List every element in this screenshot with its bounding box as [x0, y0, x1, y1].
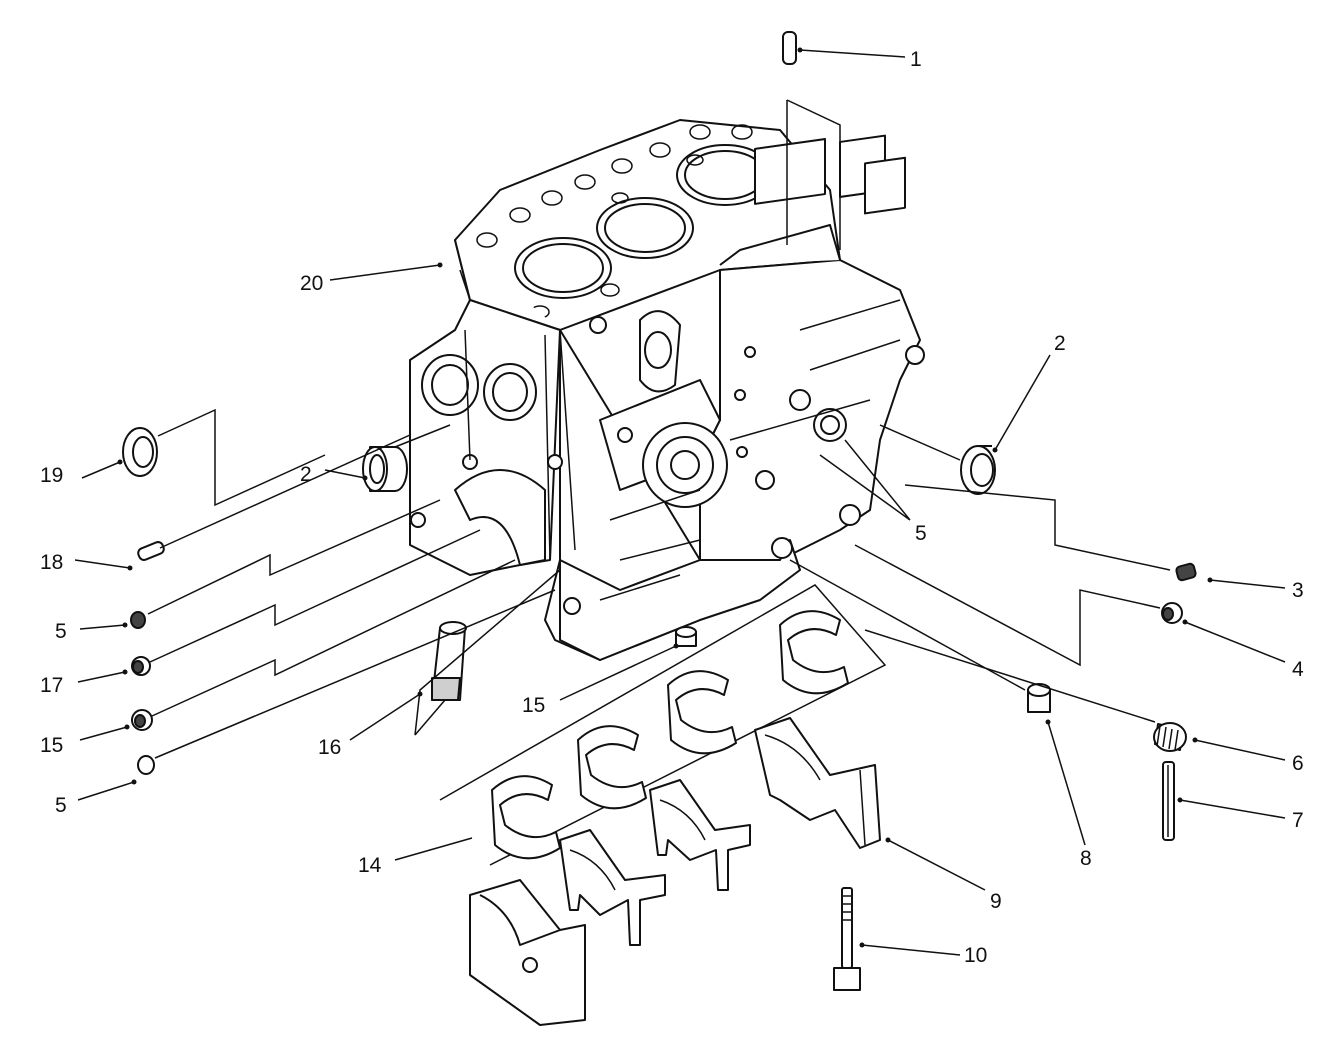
callout-15-left: 15 — [40, 734, 63, 757]
bearing-shell — [779, 610, 849, 695]
plug-5-upper — [130, 611, 146, 629]
callout-16: 16 — [318, 736, 341, 759]
callout-4: 4 — [1292, 658, 1304, 681]
plug-15-left — [131, 709, 153, 731]
callout-6: 6 — [1292, 752, 1304, 775]
plug-17 — [131, 656, 151, 676]
cylinder-block — [409, 119, 925, 661]
plug-5-lower — [137, 755, 155, 775]
bearing-cap-front — [469, 879, 586, 1026]
assembly-lines — [147, 99, 1171, 759]
callout-7: 7 — [1292, 809, 1304, 832]
bearing-shell — [577, 725, 647, 810]
callout-19: 19 — [40, 464, 63, 487]
callout-20: 20 — [300, 272, 323, 295]
bearing-cap — [559, 829, 666, 946]
bearing-shell — [667, 670, 737, 755]
callout-5-left-lower: 5 — [55, 794, 67, 817]
bearing-cap-rear — [754, 717, 881, 849]
callout-labels: 1 2 2 3 4 5 5 5 6 7 8 9 10 14 15 15 16 1… — [40, 48, 1304, 967]
bolt-10 — [833, 887, 861, 991]
oil-pipe-16 — [431, 621, 467, 701]
callout-5-block: 5 — [915, 522, 927, 545]
callout-14: 14 — [358, 854, 382, 877]
callout-15-center: 15 — [522, 694, 545, 717]
callout-9: 9 — [990, 890, 1002, 913]
plug-4 — [1161, 602, 1183, 624]
bearing-shell-set-14 — [439, 584, 887, 866]
callout-1: 1 — [910, 48, 922, 71]
callout-18: 18 — [40, 551, 63, 574]
bushing-2-right — [960, 445, 996, 495]
bearing-cap — [649, 779, 751, 891]
stud-7 — [1162, 761, 1175, 841]
dowel-pin-1 — [782, 31, 797, 65]
callout-2-left: 2 — [300, 463, 312, 486]
oil-seal-19 — [122, 427, 158, 477]
callout-leaders — [74, 47, 1286, 956]
callout-8: 8 — [1080, 847, 1092, 870]
fitting-6 — [1153, 722, 1187, 752]
bearing-shell — [491, 775, 561, 860]
dowel-pin-18 — [137, 541, 165, 561]
callout-2-right: 2 — [1054, 332, 1066, 355]
callout-10: 10 — [964, 944, 987, 967]
plug-3 — [1175, 562, 1197, 582]
callout-3: 3 — [1292, 579, 1304, 602]
bushing-2-left — [362, 446, 408, 492]
plug-15-center — [675, 626, 697, 647]
callout-17: 17 — [40, 674, 63, 697]
callout-5-left-upper: 5 — [55, 620, 67, 643]
